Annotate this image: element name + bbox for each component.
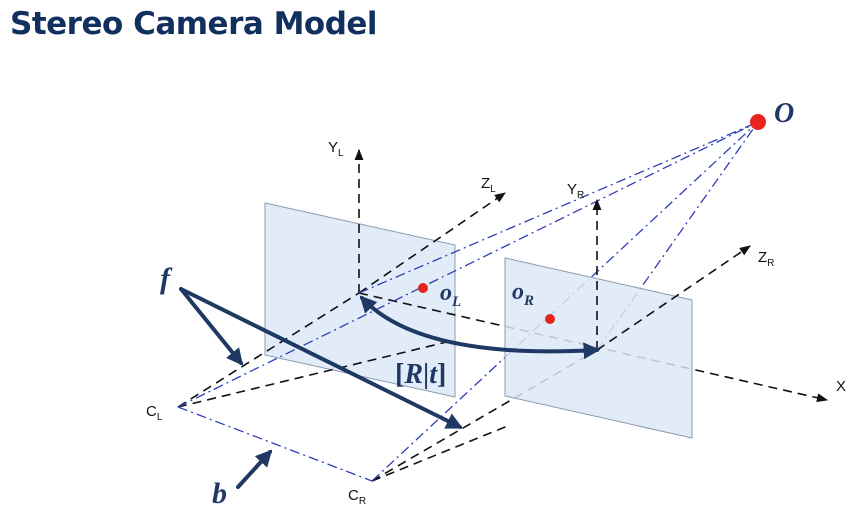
label-or: oR xyxy=(512,279,534,309)
label-cr: CR xyxy=(348,487,366,507)
page-title: Stereo Camera Model xyxy=(10,6,378,42)
ray-cl-to-o xyxy=(177,121,759,408)
right-bottom-line xyxy=(371,424,511,482)
point-or xyxy=(545,314,555,324)
point-o xyxy=(750,114,766,130)
label-rt: [R|t] xyxy=(395,359,446,390)
label-x: X xyxy=(836,378,846,395)
label-o: O xyxy=(774,98,794,129)
ray-left-to-o xyxy=(358,121,759,294)
label-cl: CL xyxy=(146,403,163,423)
left-optical-line xyxy=(177,292,360,408)
label-yr: YR xyxy=(567,181,584,201)
zr-axis-line xyxy=(596,245,751,351)
rt-curved-arrow xyxy=(359,295,601,360)
label-yl: YL xyxy=(328,139,344,159)
label-b: b xyxy=(212,477,227,510)
b-arrow xyxy=(236,449,273,489)
label-ol: oL xyxy=(440,280,461,310)
label-zr: ZR xyxy=(758,249,774,269)
label-zl: ZL xyxy=(481,175,496,195)
baseline-b xyxy=(177,406,373,482)
label-f: f xyxy=(160,262,173,295)
f-arrow-short xyxy=(179,287,244,366)
point-ol xyxy=(418,283,428,293)
right-image-plane xyxy=(504,257,693,439)
f-arrow-long xyxy=(179,287,464,429)
left-bottom-line xyxy=(177,339,456,408)
